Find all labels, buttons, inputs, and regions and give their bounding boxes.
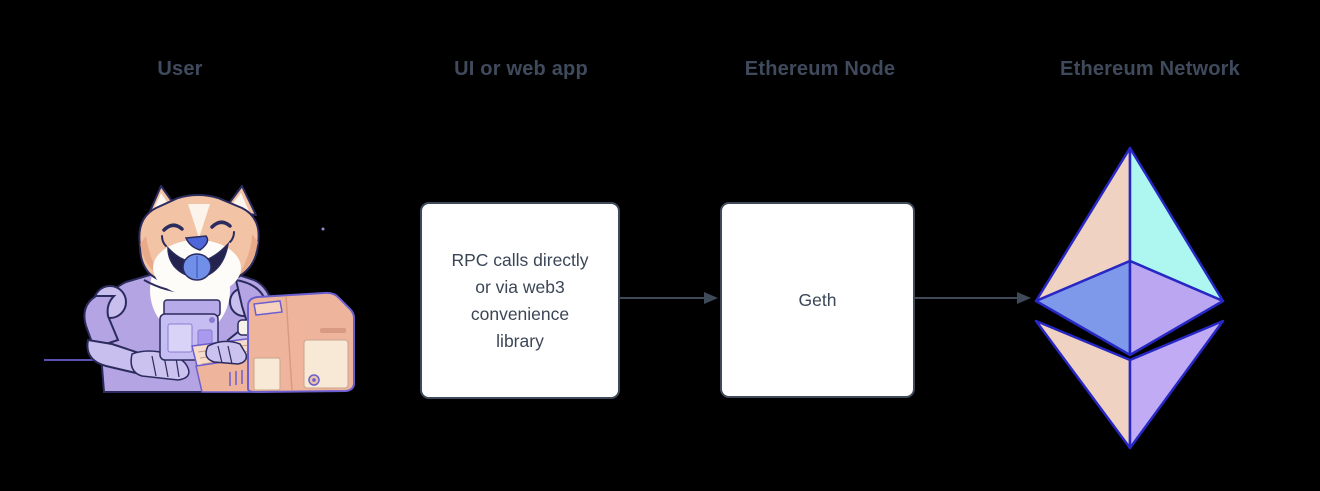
doge-head <box>138 185 260 296</box>
geth-box-label: Geth <box>798 289 837 310</box>
column-label-user: User <box>157 58 203 80</box>
geth-box: Geth <box>720 202 915 398</box>
arrow-geth-to-network <box>915 292 1031 304</box>
left-upper-arm <box>83 295 120 350</box>
eth-face-mid-right <box>1128 259 1225 357</box>
column-label-ethereum-node: Ethereum Node <box>744 58 896 80</box>
column-label-ethereum-network: Ethereum Network <box>1060 58 1240 80</box>
retro-computer-icon <box>247 291 355 394</box>
eth-face-bottom-right <box>1128 319 1225 450</box>
webapp-box: RPC calls directly or via web3 convenien… <box>420 202 620 399</box>
webapp-box-label: RPC calls directly or via web3 convenien… <box>451 249 589 351</box>
speck <box>321 227 325 231</box>
arrow-webapp-to-geth <box>620 292 718 304</box>
ethereum-logo <box>1034 146 1225 450</box>
right-glove-fingers <box>217 345 233 365</box>
doge-astronaut-illustration <box>44 185 355 394</box>
column-label-webapp: UI or web app <box>454 58 588 80</box>
right-glove <box>205 340 248 365</box>
